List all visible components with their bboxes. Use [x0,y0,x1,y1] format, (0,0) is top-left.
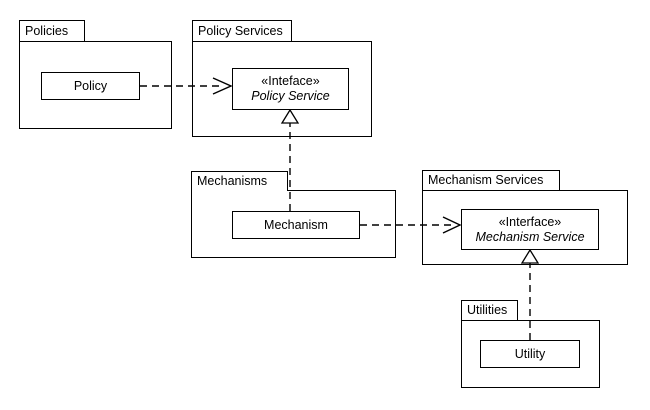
class-name-policy: Policy [73,78,108,93]
class-box-policy[interactable]: Policy [41,72,140,100]
package-label-policy-services: Policy Services [198,23,283,38]
package-tab-policy-services[interactable]: Policy Services [192,20,292,41]
class-name-utility: Utility [514,346,546,361]
class-box-mechanism[interactable]: Mechanism [232,211,360,239]
interface-box-policy-service[interactable]: «Inteface» Policy Service [232,68,349,110]
package-tab-mechanisms[interactable]: Mechanisms [191,171,288,191]
package-tab-mechanism-services[interactable]: Mechanism Services [422,170,560,190]
interface-name-mechanism-service: Mechanism Service [475,229,585,244]
package-label-utilities: Utilities [467,303,508,318]
interface-name-policy-service: Policy Service [251,89,330,103]
package-label-mechanism-services: Mechanism Services [428,173,544,188]
package-label-policies: Policies [25,23,69,38]
package-tab-utilities[interactable]: Utilities [461,300,518,320]
interface-box-mechanism-service[interactable]: «Interface» Mechanism Service [461,209,599,250]
class-name-mechanism: Mechanism [264,217,328,232]
class-box-utility[interactable]: Utility [480,340,580,368]
package-label-mechanisms: Mechanisms [197,174,268,189]
package-tab-policies[interactable]: Policies [19,20,85,41]
stereotype-policy-service: «Inteface» [261,74,320,89]
stereotype-mechanism-service: «Interface» [498,214,562,229]
